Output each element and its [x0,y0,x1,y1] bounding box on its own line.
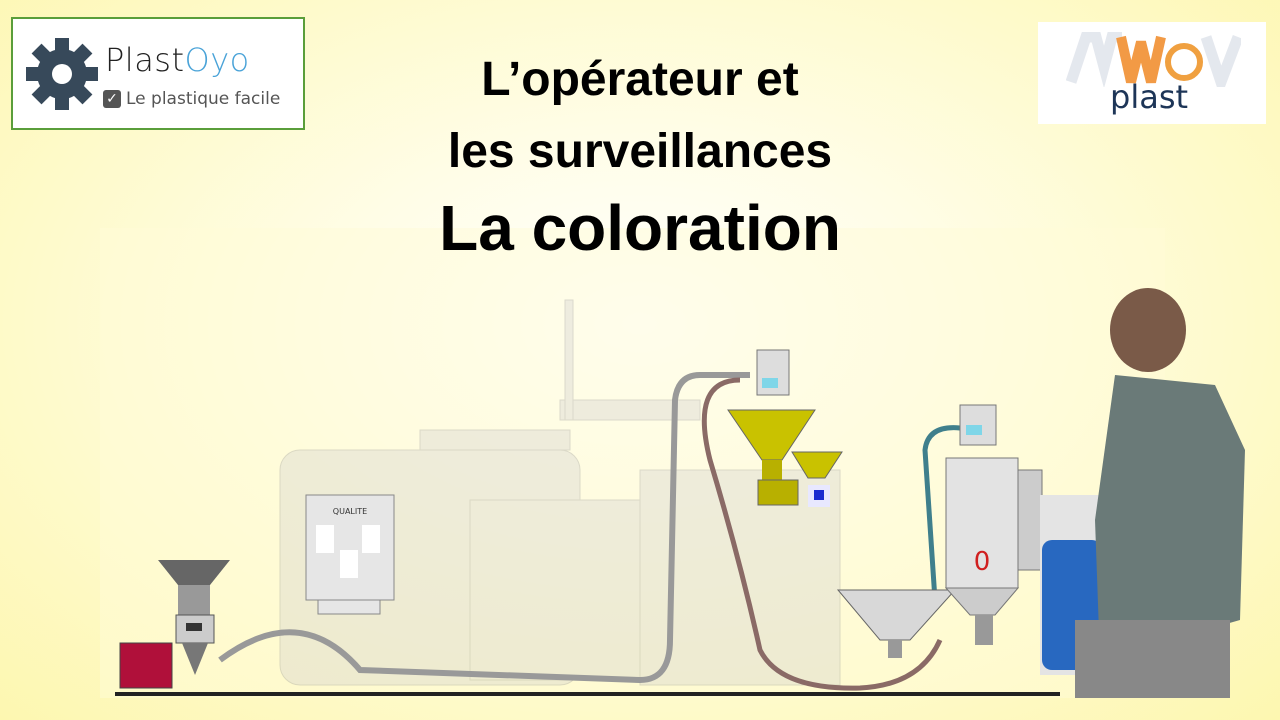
floor-line [115,692,1060,696]
plastoyo-logo: PlastOyo ✓Le plastique facile [11,17,305,130]
checkbox-icon: ✓ [103,90,121,108]
quality-board-label: QUALITE [333,507,367,516]
brand-name: PlastOyo [105,41,250,79]
dryer-label: 0 [974,547,991,577]
teal-pipe [922,425,961,601]
gear-icon [26,38,98,110]
injection-machine [279,299,841,686]
tagline: ✓Le plastique facile [103,89,280,109]
title-line-2: les surveillances [447,125,833,178]
grey-pipe [218,372,750,684]
operator-figure [1075,288,1245,698]
wev-plast-logo: plast [1038,22,1266,124]
title-line-3: La coloration [439,192,841,264]
brand-sub: plast [1110,78,1189,116]
brown-pipe [701,377,943,691]
mixer-hopper [836,589,957,658]
dryer: 0 [944,404,1043,645]
wev-logo-mark [1066,32,1241,87]
title-line-1: L’opérateur et [481,53,799,106]
grinder [119,560,230,689]
quality-board: QUALITE [305,494,395,615]
color-dosing-unit [727,349,843,507]
